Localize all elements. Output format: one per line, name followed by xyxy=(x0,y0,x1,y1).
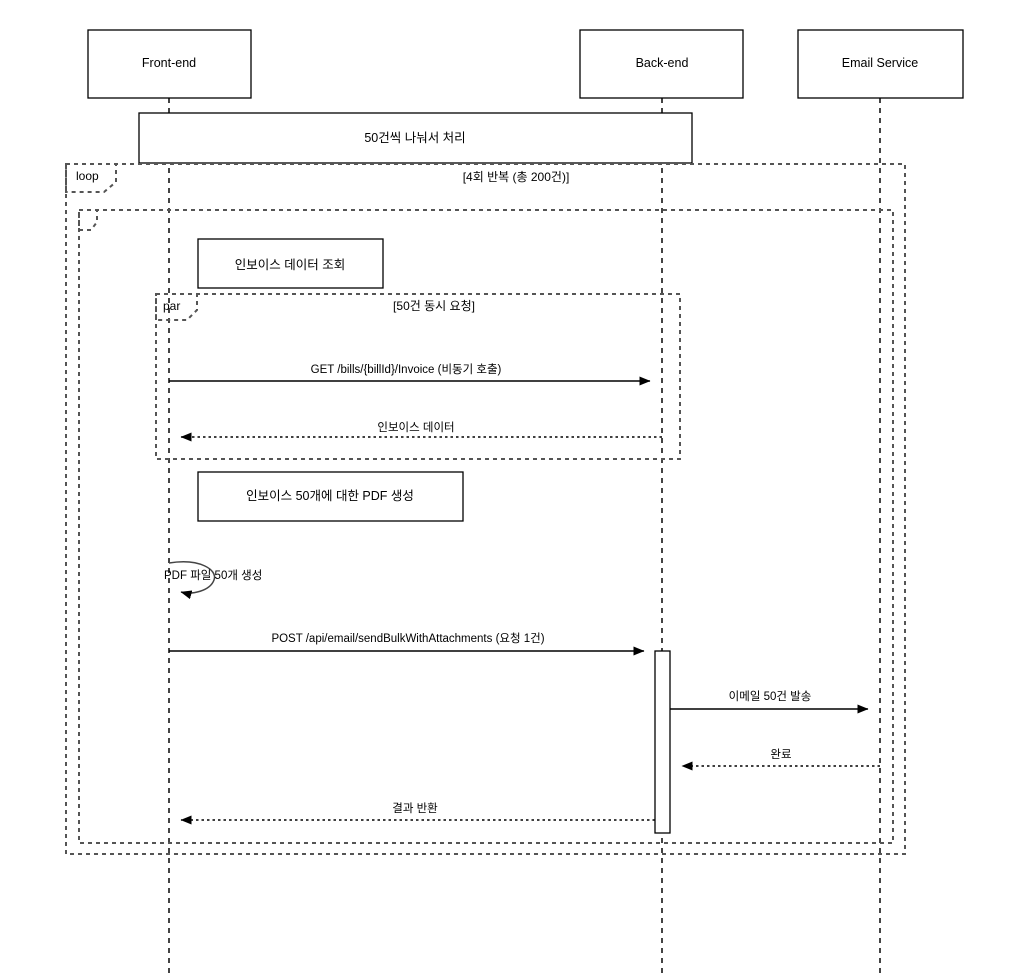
message-label-invoice-data: 인보이스 데이터 xyxy=(377,422,455,434)
fragment-inner-border xyxy=(78,209,894,844)
note-box-split xyxy=(138,112,693,164)
activation-bar-backend xyxy=(654,650,671,834)
message-label-post-bulk: POST /api/email/sendBulkWithAttachments … xyxy=(271,633,545,645)
fragment-loop-border xyxy=(65,163,906,855)
fragment-guard-par: [50건 동시 요청] xyxy=(393,299,475,313)
participant-label-backend: Back-end xyxy=(635,56,689,70)
note-label-pdf: 인보이스 50개에 대한 PDF 생성 xyxy=(246,489,414,503)
note-label-split: 50건씩 나눠서 처리 xyxy=(364,131,466,145)
participant-box-emailservice[interactable] xyxy=(797,29,964,99)
message-self-loop-pdf xyxy=(168,561,216,600)
note-box-fetch xyxy=(197,238,384,289)
message-label-result: 결과 반환 xyxy=(392,803,438,815)
message-label-send-email: 이메일 50건 발송 xyxy=(728,691,812,703)
participant-label-frontend: Front-end xyxy=(141,56,197,70)
message-label-get-invoice: GET /bills/{billId}/Invoice (비동기 호출) xyxy=(310,364,502,376)
fragment-par-border xyxy=(155,293,681,460)
participant-label-emailservice: Email Service xyxy=(841,56,919,70)
fragment-guard-loop: [4회 반복 (총 200건)] xyxy=(462,170,570,184)
message-label-complete: 완료 xyxy=(770,749,792,761)
message-label-pdf-self: PDF 파일 50개 생성 xyxy=(164,570,263,582)
note-box-pdf xyxy=(197,471,464,522)
participant-box-backend[interactable] xyxy=(579,29,744,99)
fragment-operator-par: par xyxy=(163,299,181,313)
note-label-fetch: 인보이스 데이터 조회 xyxy=(234,258,346,272)
fragment-operator-loop: loop xyxy=(76,169,99,183)
participant-box-frontend[interactable] xyxy=(87,29,252,99)
